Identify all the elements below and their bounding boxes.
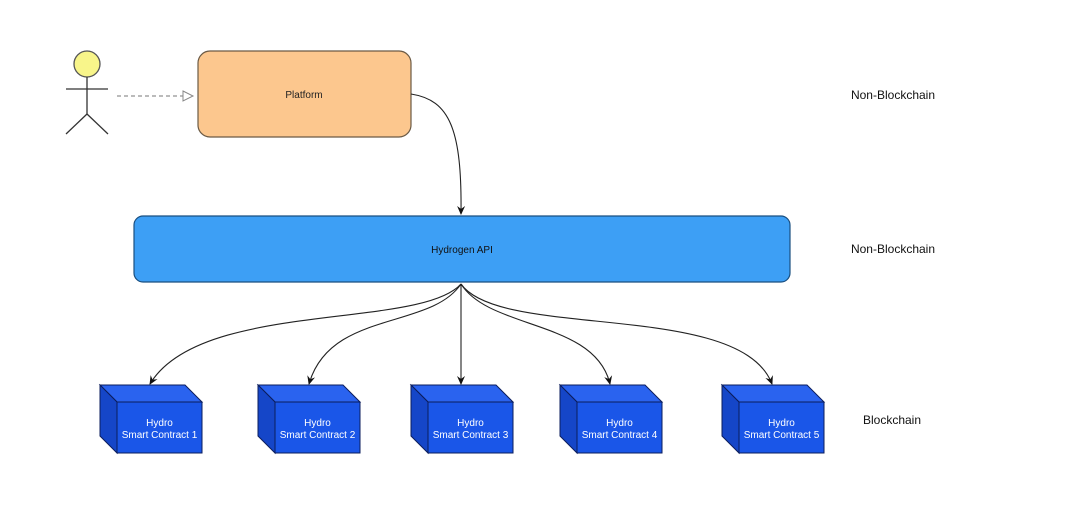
layer-label-platform: Non-Blockchain xyxy=(851,88,935,102)
contract-label-line1: Hydro xyxy=(304,418,331,429)
contract-label-line1: Hydro xyxy=(457,418,484,429)
cube-face xyxy=(558,384,664,403)
cube-face xyxy=(427,401,514,454)
contract-label-line1: Hydro xyxy=(146,418,173,429)
api-label: Hydrogen API xyxy=(431,245,493,256)
contract-label-line1: Hydro xyxy=(768,418,795,429)
dashed-connector xyxy=(117,90,195,102)
cube-face xyxy=(274,401,361,454)
cube-face xyxy=(98,384,204,403)
api-to-contract-arrows xyxy=(149,283,773,385)
stick-figure-icon xyxy=(65,50,109,135)
cube-face xyxy=(409,384,515,403)
layer-label-contracts: Blockchain xyxy=(863,413,921,427)
cube-face xyxy=(738,401,825,454)
contract-label-line2: Smart Contract 4 xyxy=(582,430,658,441)
contract-label-line2: Smart Contract 2 xyxy=(280,430,356,441)
platform-to-api-arrow xyxy=(410,93,466,215)
cube-face xyxy=(576,401,663,454)
cube-face xyxy=(256,384,362,403)
layer-label-api: Non-Blockchain xyxy=(851,242,935,256)
hydrogen-api-node[interactable]: Hydrogen API xyxy=(133,215,791,283)
contract-label-line1: Hydro xyxy=(606,418,633,429)
platform-node[interactable]: Platform xyxy=(197,50,412,138)
cube-face xyxy=(720,384,826,403)
platform-label: Platform xyxy=(285,90,322,101)
contract-label-line2: Smart Contract 3 xyxy=(433,430,509,441)
contract-label-line2: Smart Contract 5 xyxy=(744,430,820,441)
cube-face xyxy=(116,401,203,454)
contract-label-line2: Smart Contract 1 xyxy=(122,430,198,441)
